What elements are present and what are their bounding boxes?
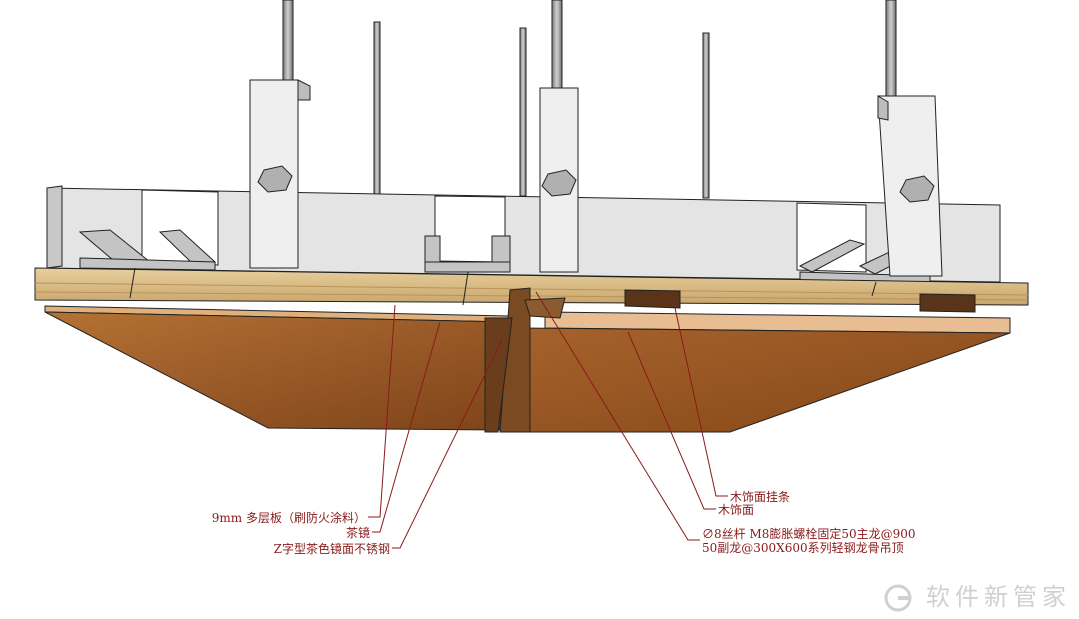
g-logo-icon xyxy=(884,584,912,612)
screws xyxy=(129,267,877,306)
wood-hanging-strips xyxy=(624,289,976,313)
right-wood-panel xyxy=(506,311,1011,433)
left-wood-panel xyxy=(44,305,511,431)
z-steel-joint xyxy=(484,287,566,433)
label-tea-mirror: 茶镜 xyxy=(346,525,370,540)
hanger-rods xyxy=(282,0,897,199)
leader-lines xyxy=(368,291,728,549)
label-z-steel: Z字型茶色镜面不锈钢 xyxy=(274,541,390,556)
watermark: 软件新管家 xyxy=(883,577,1071,613)
label-wood-face: 木饰面 xyxy=(718,503,754,517)
label-rod-line2: 50副龙@300X600系列轻钢龙骨吊顶 xyxy=(702,541,904,555)
nuts xyxy=(257,165,935,203)
label-wood-strip: 木饰面挂条 xyxy=(730,490,790,504)
label-rod-line1: ∅8丝杆 M8膨胀螺栓固定50主龙@900 xyxy=(702,526,916,541)
watermark-text: 软件新管家 xyxy=(926,583,1071,611)
keel-clips xyxy=(141,189,867,273)
label-board: 9mm 多层板（刷防火涂料） xyxy=(212,510,366,525)
plywood-board xyxy=(34,267,1029,306)
hanger-brackets xyxy=(249,79,943,277)
